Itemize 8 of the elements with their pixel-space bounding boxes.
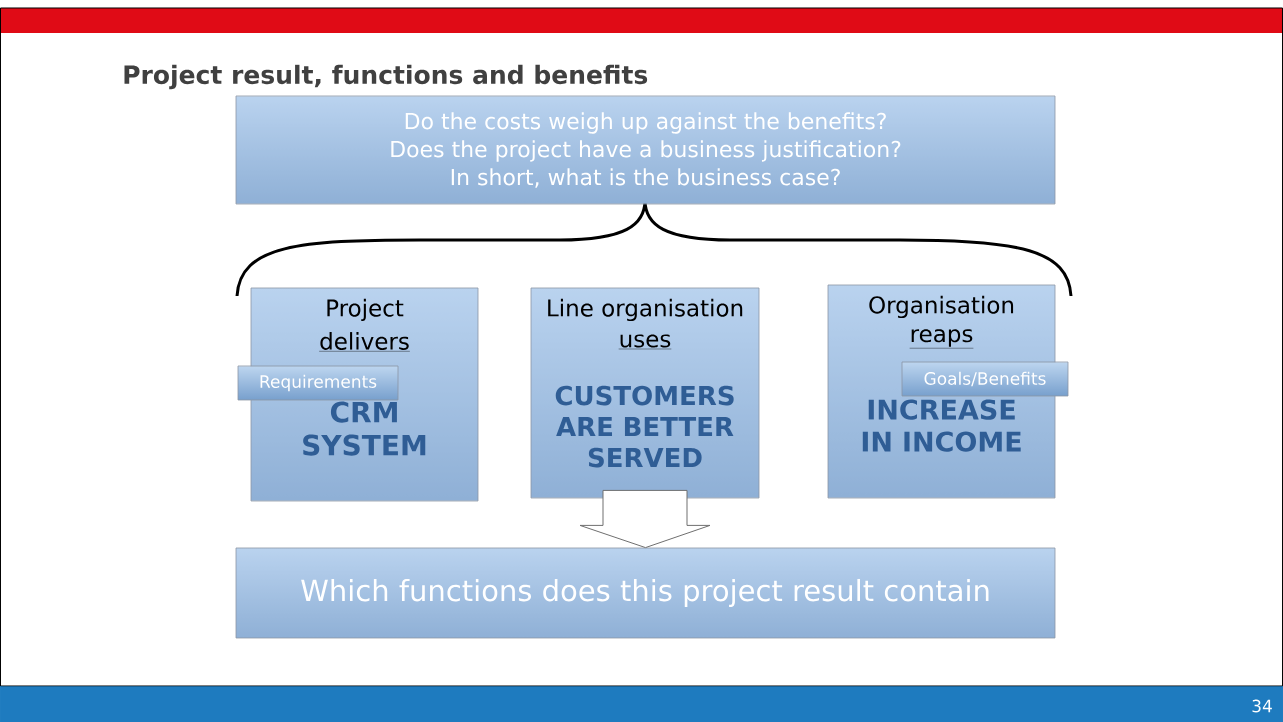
title: Project result, functions and benefits xyxy=(124,64,648,90)
block-arrow xyxy=(579,489,711,549)
tag-box: Goals/Benefits xyxy=(901,361,1069,397)
process-box: Line organisation uses CUSTOMERS ARE BETTER SERVED xyxy=(530,287,760,499)
page-number: 34 xyxy=(1252,699,1272,713)
text-box: Which functions does this project result contain xyxy=(235,547,1056,639)
tag-box: Requirements xyxy=(237,365,399,401)
text-box: Do the costs weigh up against the benefits? Does the project have a business justification? In short, what is the business case? xyxy=(235,95,1056,205)
